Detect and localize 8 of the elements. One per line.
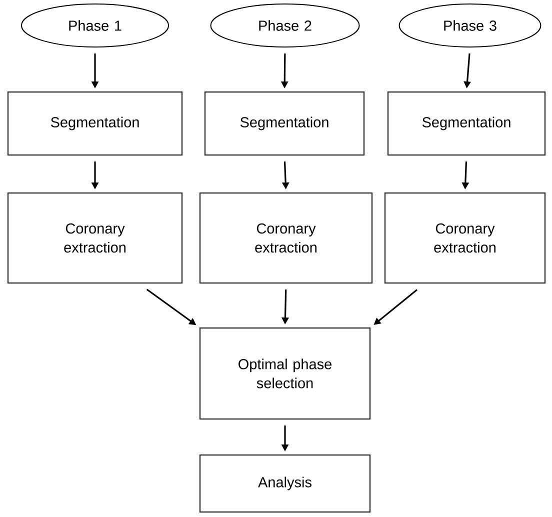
process-box: Coronary extraction bbox=[384, 192, 546, 284]
process-box: Analysis bbox=[200, 454, 370, 512]
process-box: Segmentation bbox=[388, 92, 546, 156]
process-box: Segmentation bbox=[204, 92, 364, 156]
process-box: Optimal phase selection bbox=[200, 328, 370, 420]
process-box: Coronary extraction bbox=[8, 192, 182, 284]
process-box: Segmentation bbox=[8, 92, 182, 156]
process-box: Coronary extraction bbox=[200, 192, 372, 284]
